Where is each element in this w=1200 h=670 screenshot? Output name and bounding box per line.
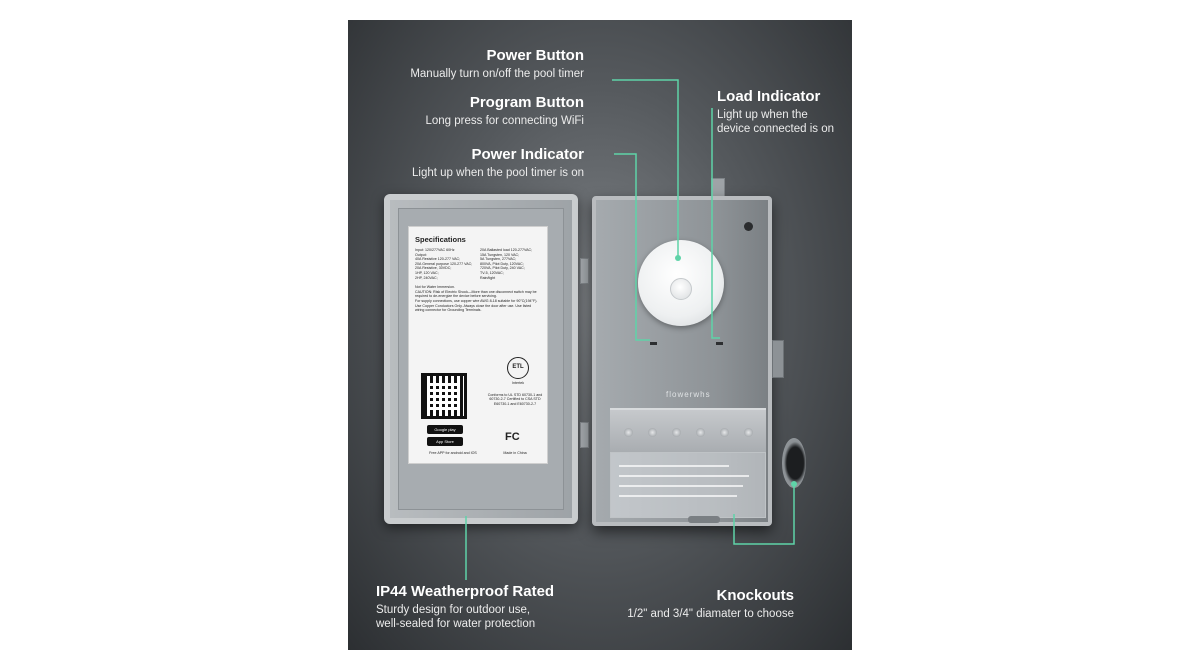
spec-line: 20A General purpose 120-277 VAC; (415, 261, 473, 266)
cover-text-line (619, 495, 737, 497)
load-indicator-led (716, 342, 723, 345)
program-button-desc: Long press for connecting WiFi (425, 115, 584, 127)
load-indicator-title: Load Indicator (717, 88, 821, 105)
terminal-screw (720, 428, 729, 437)
spec-note: Not for Water Immersion. (415, 285, 456, 290)
terminal-screw (672, 428, 681, 437)
spec-right-column: 20A Ballasted load 120-277VAC; 15A Tungs… (480, 248, 541, 280)
terminal-block (610, 408, 766, 452)
power-button-title: Power Button (486, 47, 585, 64)
load-indicator-desc-line2: device connected is on (717, 123, 834, 135)
lower-hinge (580, 422, 589, 448)
bottom-knockout (688, 516, 720, 523)
app-store-badge: App Store (427, 437, 463, 446)
load-indicator-desc-line1: Light up when the (717, 109, 808, 121)
etl-logo: ETL (507, 357, 529, 379)
qr-code (421, 373, 467, 419)
side-knockout (772, 340, 784, 378)
cover-text-line (619, 485, 743, 487)
enclosure-body: flowerwhs (592, 196, 772, 526)
spec-line: 5A Tungsten, 277VAC; (480, 257, 517, 262)
terminal-screw (624, 428, 633, 437)
screw-hole (744, 222, 753, 231)
spec-note: Use Copper Conductors Only. Always close… (415, 303, 532, 313)
terminal-screw (648, 428, 657, 437)
cover-text-line (619, 465, 729, 467)
terminal-screw (744, 428, 753, 437)
power-button-dial[interactable] (670, 278, 692, 300)
fc-logo: FC (505, 431, 520, 443)
spec-line: 40A Resistive 120-277 VAC; (415, 257, 461, 262)
spec-line: 20A Ballasted load 120-277VAC; (480, 248, 533, 252)
power-button-desc: Manually turn on/off the pool timer (410, 68, 584, 80)
weatherproof-desc-line2: well-sealed for water protection (376, 618, 536, 630)
brand-name: flowerwhs (666, 390, 711, 399)
upper-hinge (580, 258, 589, 284)
etl-sub: Intertek (512, 381, 524, 385)
knockouts-title: Knockouts (716, 587, 794, 604)
spec-line: TV-5, 120VAC; (480, 270, 504, 275)
power-indicator-desc: Light up when the pool timer is on (412, 167, 584, 179)
product-image-panel: Specifications Input: 120/277VAC 60Hz Ou… (348, 20, 852, 650)
spec-line: 1HP, 120 VAC; (415, 270, 439, 275)
conformity-text: Conforms to UL STD 60730-1 and 60730-2-7… (487, 393, 543, 406)
google-play-badge: Google play (427, 425, 463, 434)
spec-line: 20A Resistive, 30VDC; (415, 266, 452, 271)
spec-line: 2HP, 240VAC; (415, 275, 438, 280)
power-indicator-led (650, 342, 657, 345)
spec-note: For supply connections, use copper wire … (415, 298, 538, 303)
spec-line: Input: 120/277VAC 60Hz (415, 248, 455, 252)
cover-text-line (619, 475, 749, 477)
free-app-text: Free APP for android and IOS (429, 451, 477, 455)
spec-title: Specifications (415, 235, 466, 244)
terminal-screw (696, 428, 705, 437)
spec-line: 720VA, Pilot Duty, 240 VAC; (480, 266, 525, 271)
spec-note: CAUTION: Risk of Electric Shock—More tha… (415, 289, 537, 299)
enclosure-door: Specifications Input: 120/277VAC 60Hz Ou… (384, 194, 578, 524)
knockout-hole (782, 438, 806, 488)
specification-label: Specifications Input: 120/277VAC 60Hz Ou… (408, 226, 548, 464)
terminal-cover (610, 452, 766, 518)
spec-line: 800VA, Pilot Duty, 120VAC; (480, 261, 524, 266)
weatherproof-desc-line1: Sturdy design for outdoor use, (376, 604, 531, 616)
timer-module (638, 240, 724, 326)
spec-columns: Input: 120/277VAC 60Hz Output: 40A Resis… (415, 248, 541, 280)
spec-line: Rain/tight (480, 275, 496, 280)
spec-line: Output: (415, 252, 427, 257)
weatherproof-title: IP44 Weatherproof Rated (376, 583, 555, 600)
spec-left-column: Input: 120/277VAC 60Hz Output: 40A Resis… (415, 248, 476, 280)
program-button-title: Program Button (469, 94, 584, 111)
spec-line: 15A Tungsten, 120 VAC; (480, 252, 520, 257)
made-in-text: Made in China (503, 451, 527, 455)
power-indicator-title: Power Indicator (471, 146, 584, 163)
knockouts-desc: 1/2" and 3/4" diamater to choose (627, 608, 794, 620)
spec-notes: Not for Water Immersion. CAUTION: Risk o… (415, 285, 541, 313)
